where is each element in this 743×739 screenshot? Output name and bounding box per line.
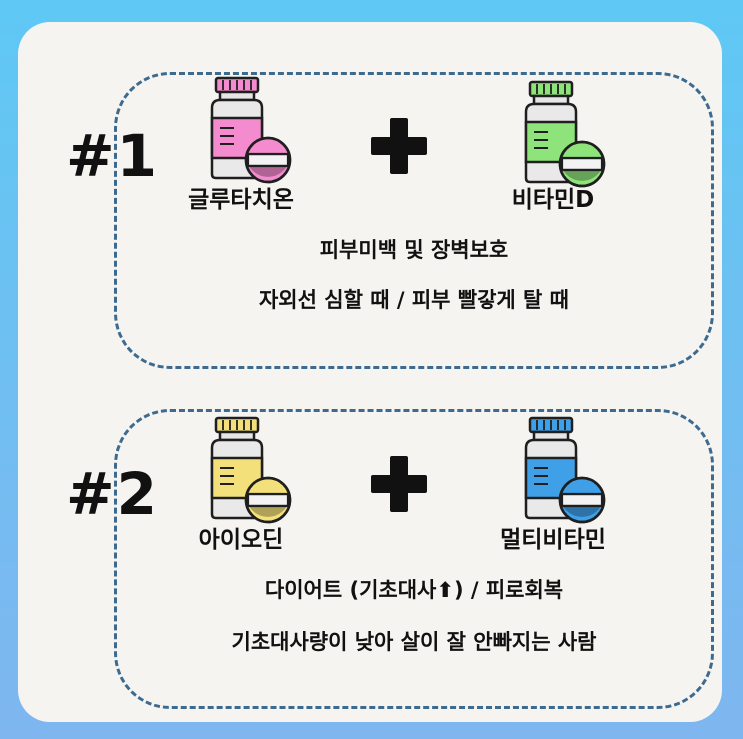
pill-bottle-icon — [210, 76, 292, 184]
target-text: 자외선 심할 때 / 피부 빨갛게 탈 때 — [258, 288, 569, 312]
supplement-label: 멀티비타민 — [500, 527, 606, 553]
supplement-label: 글루타치온 — [188, 187, 294, 213]
plus-icon — [371, 456, 427, 512]
combo-section-1 — [114, 72, 714, 369]
pill-bottle-icon — [524, 80, 606, 188]
combo-number-2: #2 — [66, 460, 159, 528]
pill-bottle-icon — [524, 416, 606, 524]
benefit-text: 다이어트 (기초대사⬆) / 피로회복 — [264, 578, 564, 602]
pill-bottle-icon — [210, 416, 292, 524]
combo-number-1: #1 — [66, 122, 159, 190]
infographic-card: #1 #2 글루타치온 비타민D 피부미백 및 장벽보호 자외선 심할 때 / … — [18, 22, 722, 722]
supplement-label: 아이오딘 — [198, 527, 284, 553]
benefit-text: 피부미백 및 장벽보호 — [319, 238, 509, 262]
target-text: 기초대사량이 낮아 살이 잘 안빠지는 사람 — [231, 630, 597, 654]
supplement-label: 비타민D — [511, 187, 595, 213]
plus-icon — [371, 118, 427, 174]
combo-section-2 — [114, 409, 714, 709]
